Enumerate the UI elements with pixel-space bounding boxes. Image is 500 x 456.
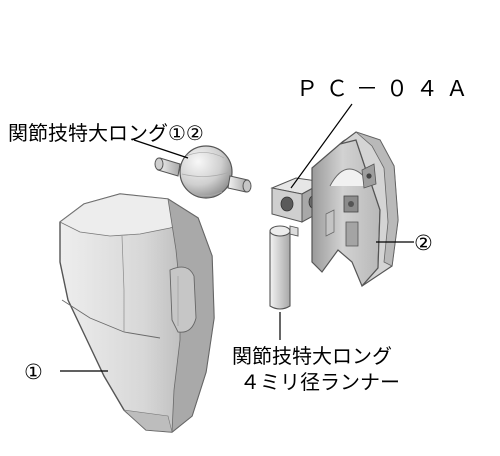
leader-lines [60,103,414,372]
leader-model [290,103,353,189]
part-1-label: ① [24,360,43,384]
part-2-clamp [311,131,399,288]
ball-joint-part [154,145,252,199]
model-number-label: ＰＣ－０４Ａ [296,77,477,102]
runner-label-line1: 関節技特大ロング [232,344,392,368]
joint-part-label: 関節技特大ロング①② [8,121,204,145]
runner-label-line2: ４ミリ径ランナー [240,370,400,394]
runner-label: 関節技特大ロング ４ミリ径ランナー [232,343,400,395]
runner-pin [269,225,299,310]
part-1-shell [59,193,215,433]
leader-joint [133,139,189,159]
part-2-label: ② [414,231,433,255]
